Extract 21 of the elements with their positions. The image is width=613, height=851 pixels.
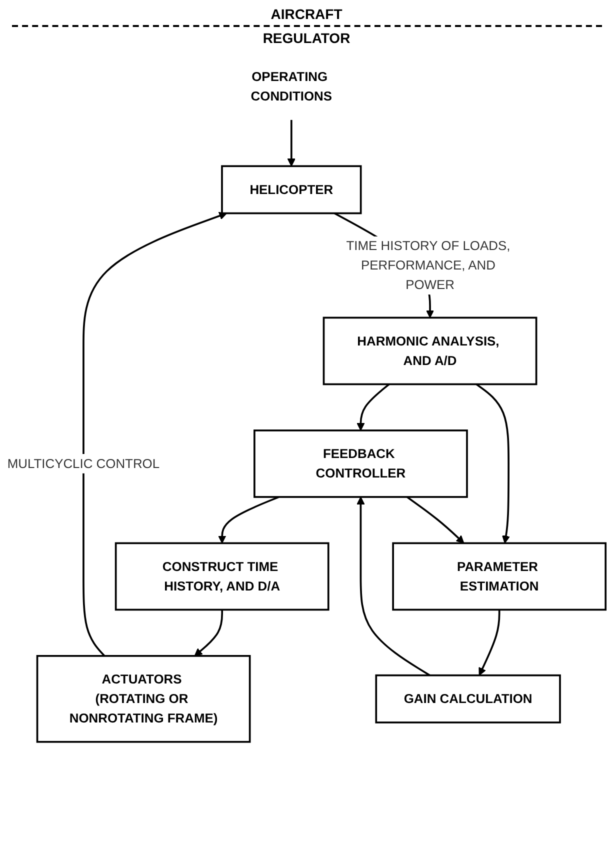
arrow (356, 384, 390, 431)
node-box: HARMONIC ANALYSIS, AND A/D (322, 316, 538, 386)
arrow (82, 212, 228, 657)
edge-label: MULTICYCLIC CONTROL (7, 456, 160, 471)
arrow (287, 120, 296, 166)
node-box: CONSTRUCT TIME HISTORY, AND D/A (114, 542, 330, 611)
arrow (194, 610, 224, 656)
node-text: OPERATING CONDITIONS (250, 69, 332, 104)
arrow (218, 496, 280, 544)
node-box: FEEDBACK CONTROLLER (254, 430, 468, 498)
node-box: ACTUATORS (ROTATING OR NONROTATING FRAME) (36, 655, 251, 743)
arrow (478, 610, 500, 676)
arrow (476, 383, 510, 544)
node-box: PARAMETER ESTIMATION (392, 542, 607, 611)
arrow (406, 496, 464, 544)
region-label: REGULATOR (262, 30, 350, 46)
region-label: AIRCRAFT (270, 6, 342, 22)
node-box: GAIN CALCULATION (375, 674, 561, 724)
edge-label: TIME HISTORY OF LOADS, PERFORMANCE, AND POWER (346, 238, 510, 292)
arrow (356, 496, 430, 676)
node-box: HELICOPTER (221, 165, 362, 214)
